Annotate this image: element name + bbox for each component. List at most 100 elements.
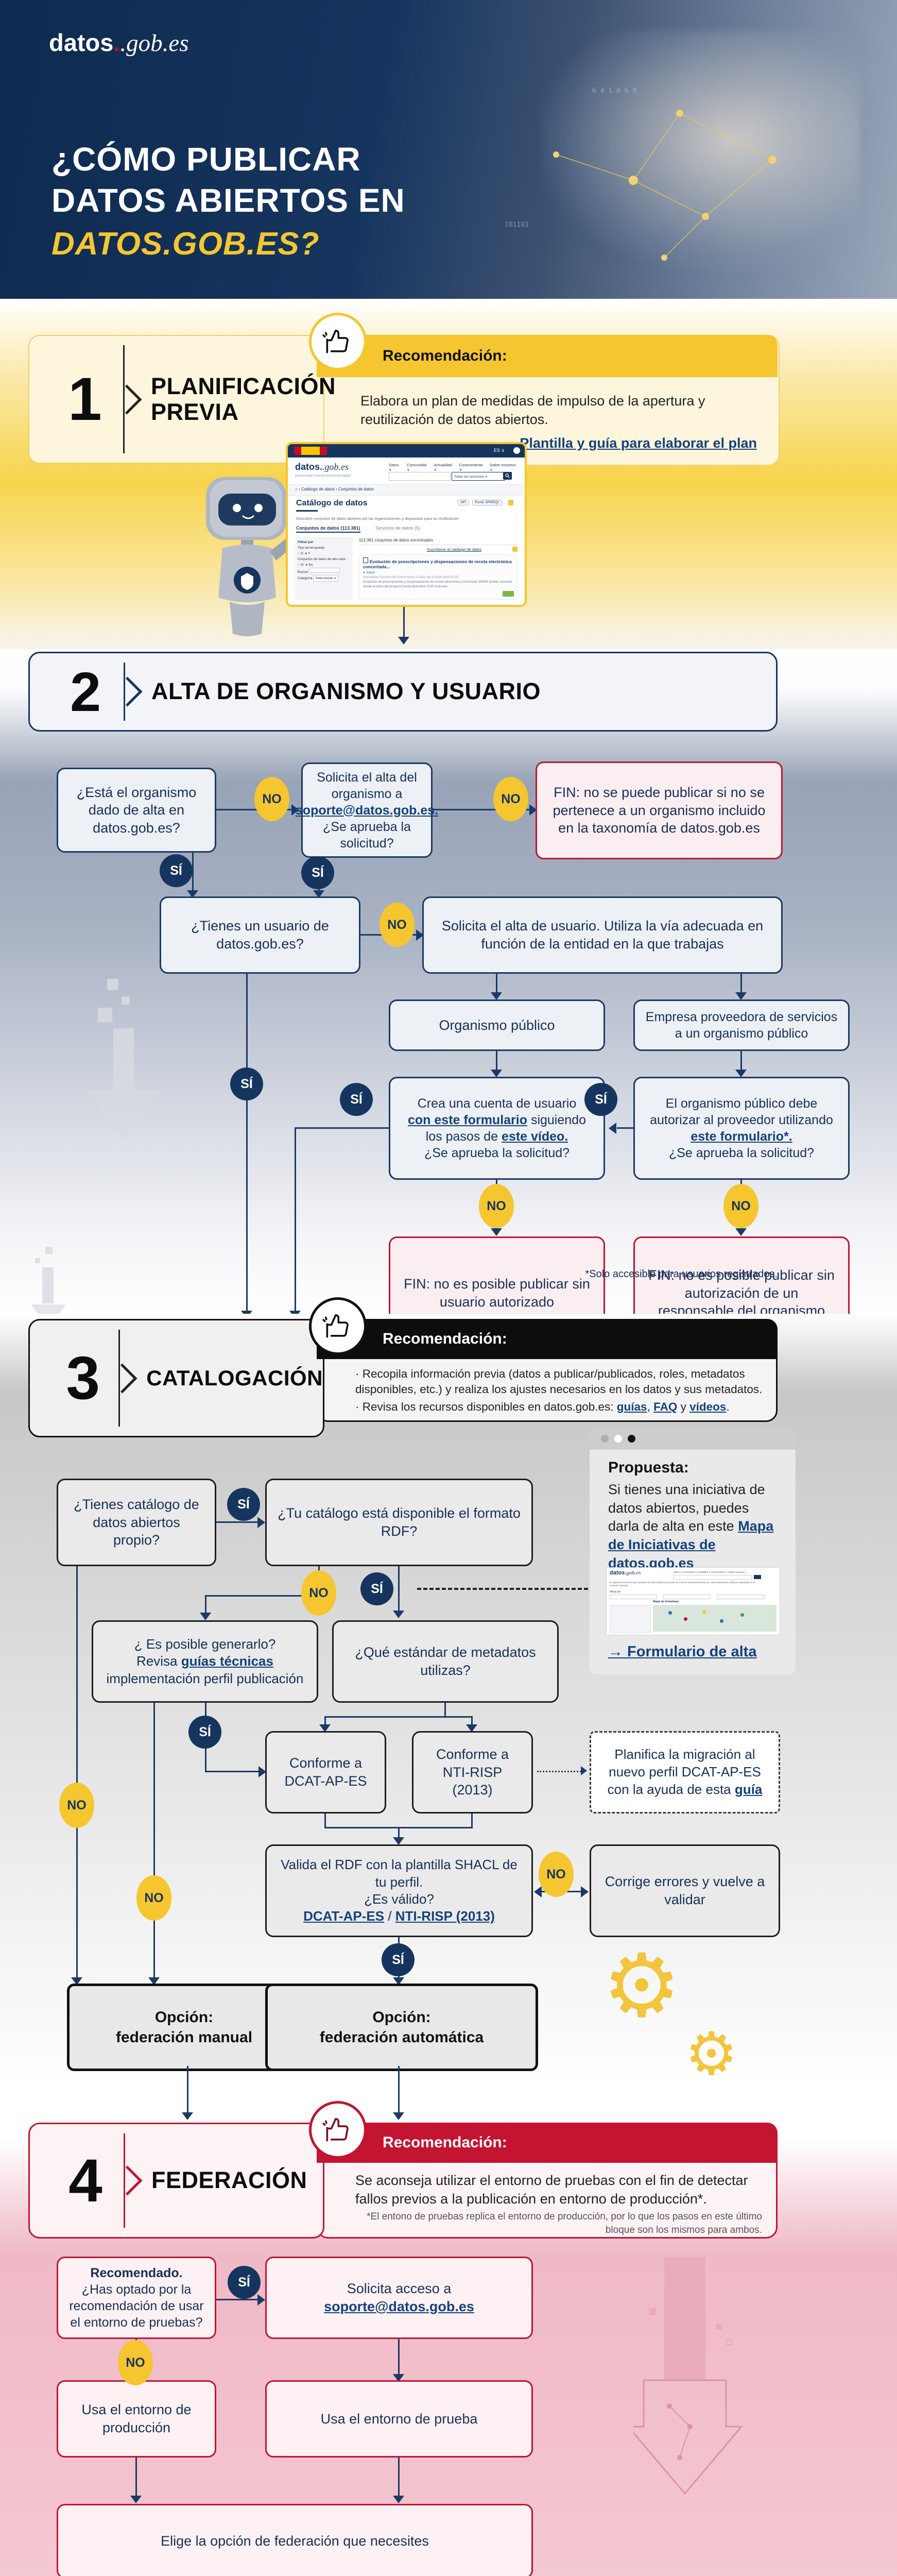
browser1-search-select[interactable]: Todas las secciones ∨ — [452, 472, 505, 481]
flow3-valida-nti-link[interactable]: NTI-RISP (2013) — [395, 1908, 495, 1924]
spain-flag-mini — [294, 447, 327, 455]
browser1-logo: datos..gob.es — [295, 462, 349, 472]
user-icon[interactable] — [513, 447, 520, 454]
nav-conocimiento[interactable]: Conocimiento ∨ — [459, 463, 483, 472]
flow2-empresa-box: Empresa proveedora de servicios a un org… — [633, 999, 850, 1051]
result-action-button[interactable] — [503, 591, 514, 597]
tab-conjuntos[interactable]: Conjuntos de datos (113.381) — [296, 526, 360, 533]
s2-divider — [124, 663, 125, 721]
breadcrumb[interactable]: ⌂ › Catálogo de datos › Conjuntos de dat… — [295, 487, 374, 492]
flow4-solicita-box: Solicita acceso a soporte@datos.gob.es — [265, 2257, 533, 2339]
s3-faq-link[interactable]: FAQ — [653, 1400, 678, 1413]
bell-icon[interactable] — [512, 547, 518, 552]
browser1-search-input[interactable] — [389, 472, 451, 481]
result-title[interactable]: Evolución de prescripciones y dispensaci… — [363, 559, 512, 569]
s3-bullet-1: · Recopila información previa (datos a p… — [355, 1366, 767, 1398]
s3-bullet1-text: · Recopila información previa (datos a p… — [355, 1367, 763, 1396]
thumbs-up-icon — [322, 1314, 349, 1338]
mini-map[interactable] — [653, 1605, 777, 1632]
site-logo: datos..gob.es — [49, 28, 189, 57]
s4-recommendation-label: Recomendación: — [383, 2134, 507, 2151]
tab-servicios[interactable]: Servicios de datos (5) — [375, 526, 421, 531]
radio-si[interactable]: ○ Sí — [298, 563, 304, 567]
line-h-s3-vertical — [295, 1127, 296, 1314]
browser1-filter-panel: Filtrar por Tipo de búsqueda ○ O ● Y Con… — [295, 537, 353, 600]
circuit-arrow-outline — [633, 2379, 744, 2495]
flow2-q-alta-text: ¿Está el organismo dado de alta en datos… — [76, 784, 197, 836]
result-card[interactable]: Evolución de prescripciones y dispensaci… — [359, 554, 518, 600]
line-a-d — [192, 853, 194, 893]
filter-search-input[interactable] — [309, 568, 340, 573]
s1-recommendation-text: Elabora un plan de medidas de impulso de… — [360, 393, 705, 428]
svg-text:6 4 1 0 6 9: 6 4 1 0 6 9 — [592, 87, 636, 95]
flow2-autoriza-t2: ¿Se aprueba la solicitud? — [668, 1146, 815, 1160]
flow3-guias-tecnicas-link[interactable]: guías técnicas — [181, 1653, 273, 1669]
flow4-soporte-email-link[interactable]: soporte@datos.gob.es — [324, 2299, 474, 2314]
flow2-video-link[interactable]: este vídeo. — [502, 1129, 568, 1144]
s3-videos-link[interactable]: vídeos — [689, 1400, 727, 1413]
flow2-autoriza-formulario-link[interactable]: este formulario*. — [691, 1129, 792, 1144]
flow2-alta-usuario-box: Solicita el alta de usuario. Utiliza la … — [422, 896, 783, 974]
line-prod-elige — [135, 2458, 137, 2500]
browser-dot-white — [614, 1435, 622, 1443]
mini-search[interactable] — [674, 1575, 752, 1580]
sparql-button[interactable]: Punto SPARQL — [472, 500, 503, 505]
flow3-corrige-box: Corrige errores y vuelve a validar — [590, 1844, 780, 1937]
s1-plan-link[interactable]: Plantilla y guía para elaborar el plan — [360, 434, 757, 452]
api-button[interactable]: API — [458, 500, 469, 505]
radio-o[interactable]: ○ O — [298, 552, 303, 556]
mini-filter2[interactable] — [663, 1595, 711, 1599]
s3-recommendation-band: Recomendación: — [317, 1319, 778, 1359]
s2-chevron-icon — [112, 676, 143, 707]
s3-guias-link[interactable]: guías — [616, 1400, 647, 1413]
home-icon[interactable]: ⌂ — [295, 487, 298, 492]
radio-no[interactable]: ● No — [305, 563, 313, 567]
flow2-alta-usuario-text: Solicita el alta de usuario. Utiliza la … — [441, 918, 764, 952]
line-e-g — [740, 974, 742, 995]
browser1-search-button[interactable] — [503, 472, 512, 480]
flow2-fin1-box: FIN: no se puede publicar si no se perte… — [536, 761, 783, 859]
browser1-lang[interactable]: ES ∨ — [494, 448, 505, 453]
thumbs-up-icon — [322, 2118, 349, 2142]
arrowhead-o-q — [466, 1724, 477, 1732]
line-o-split-horiz — [324, 1716, 473, 1718]
line-sol-prueba — [398, 2339, 400, 2378]
nav-datos[interactable]: Datos ∨ — [389, 463, 399, 472]
flow3-no-2: NO — [59, 1783, 94, 1828]
mini-filter1[interactable] — [610, 1595, 657, 1599]
flow3-valida-t1: Valida el RDF con la plantilla SHACL de … — [281, 1857, 518, 1890]
flow2-solicita-org-t1: Solicita el alta del organismo a — [317, 770, 417, 801]
nav-sobre-nosotros[interactable]: Sobre nosotros ∨ — [490, 463, 516, 472]
radio-y[interactable]: ● Y — [305, 552, 310, 556]
flow2-si-5: SÍ — [230, 1067, 263, 1100]
mini-filter3[interactable] — [717, 1595, 764, 1599]
s4-number: 4 — [68, 2146, 102, 2215]
flow3-valida-dcat-link[interactable]: DCAT-AP-ES — [303, 1908, 385, 1924]
flow3-planifica-text: Planifica la migración al nuevo perfil D… — [607, 1747, 761, 1797]
s2-number: 2 — [70, 660, 101, 723]
s3-number: 3 — [66, 1344, 100, 1412]
flow3-q-rdf-box: ¿Tu catálogo está disponible el formato … — [265, 1479, 533, 1566]
propuesta-form-link[interactable]: → Formulario de alta — [608, 1643, 757, 1660]
subscribe-link[interactable]: Suscribirse al catálogo de datos — [427, 547, 482, 552]
mini-search-btn[interactable] — [754, 1575, 761, 1579]
flow3-dcat-t1: Conforme a — [289, 1755, 363, 1771]
flow2-formulario-link[interactable]: con este formulario — [408, 1113, 527, 1127]
flow4-no-1: NO — [118, 2340, 153, 2385]
filter-categoria-select[interactable]: Seleccionar ∨ — [313, 575, 338, 582]
flow2-soporte-email-link[interactable]: soporte@datos.gob.es. — [295, 803, 439, 818]
line-n-no-long — [153, 1703, 155, 1981]
line-l-m — [216, 1521, 262, 1523]
download-icon[interactable] — [508, 500, 513, 505]
flow3-q-catalogo-text: ¿Tienes catálogo de datos abiertos propi… — [74, 1497, 199, 1548]
nav-comunidad[interactable]: Comunidad ∨ — [407, 463, 427, 472]
flow3-generarlo-box: ¿ Es posible generarlo? Revisa guías téc… — [92, 1620, 318, 1703]
flow2-organismo-box: Organismo público — [389, 999, 605, 1051]
flow3-guia-link[interactable]: guía — [734, 1781, 763, 1797]
flow3-opt-auto-t1: Opción: — [372, 2009, 431, 2026]
s1-header: 1 PLANIFICACIÓN PREVIA — [28, 335, 336, 464]
site-logo-dot: . — [113, 29, 120, 56]
nav-actualidad[interactable]: Actualidad ∨ — [434, 463, 452, 472]
s1-plan-link-text[interactable]: Plantilla y guía para elaborar el plan — [520, 435, 757, 451]
browser1-logo-serif: .gob.es — [322, 462, 349, 472]
